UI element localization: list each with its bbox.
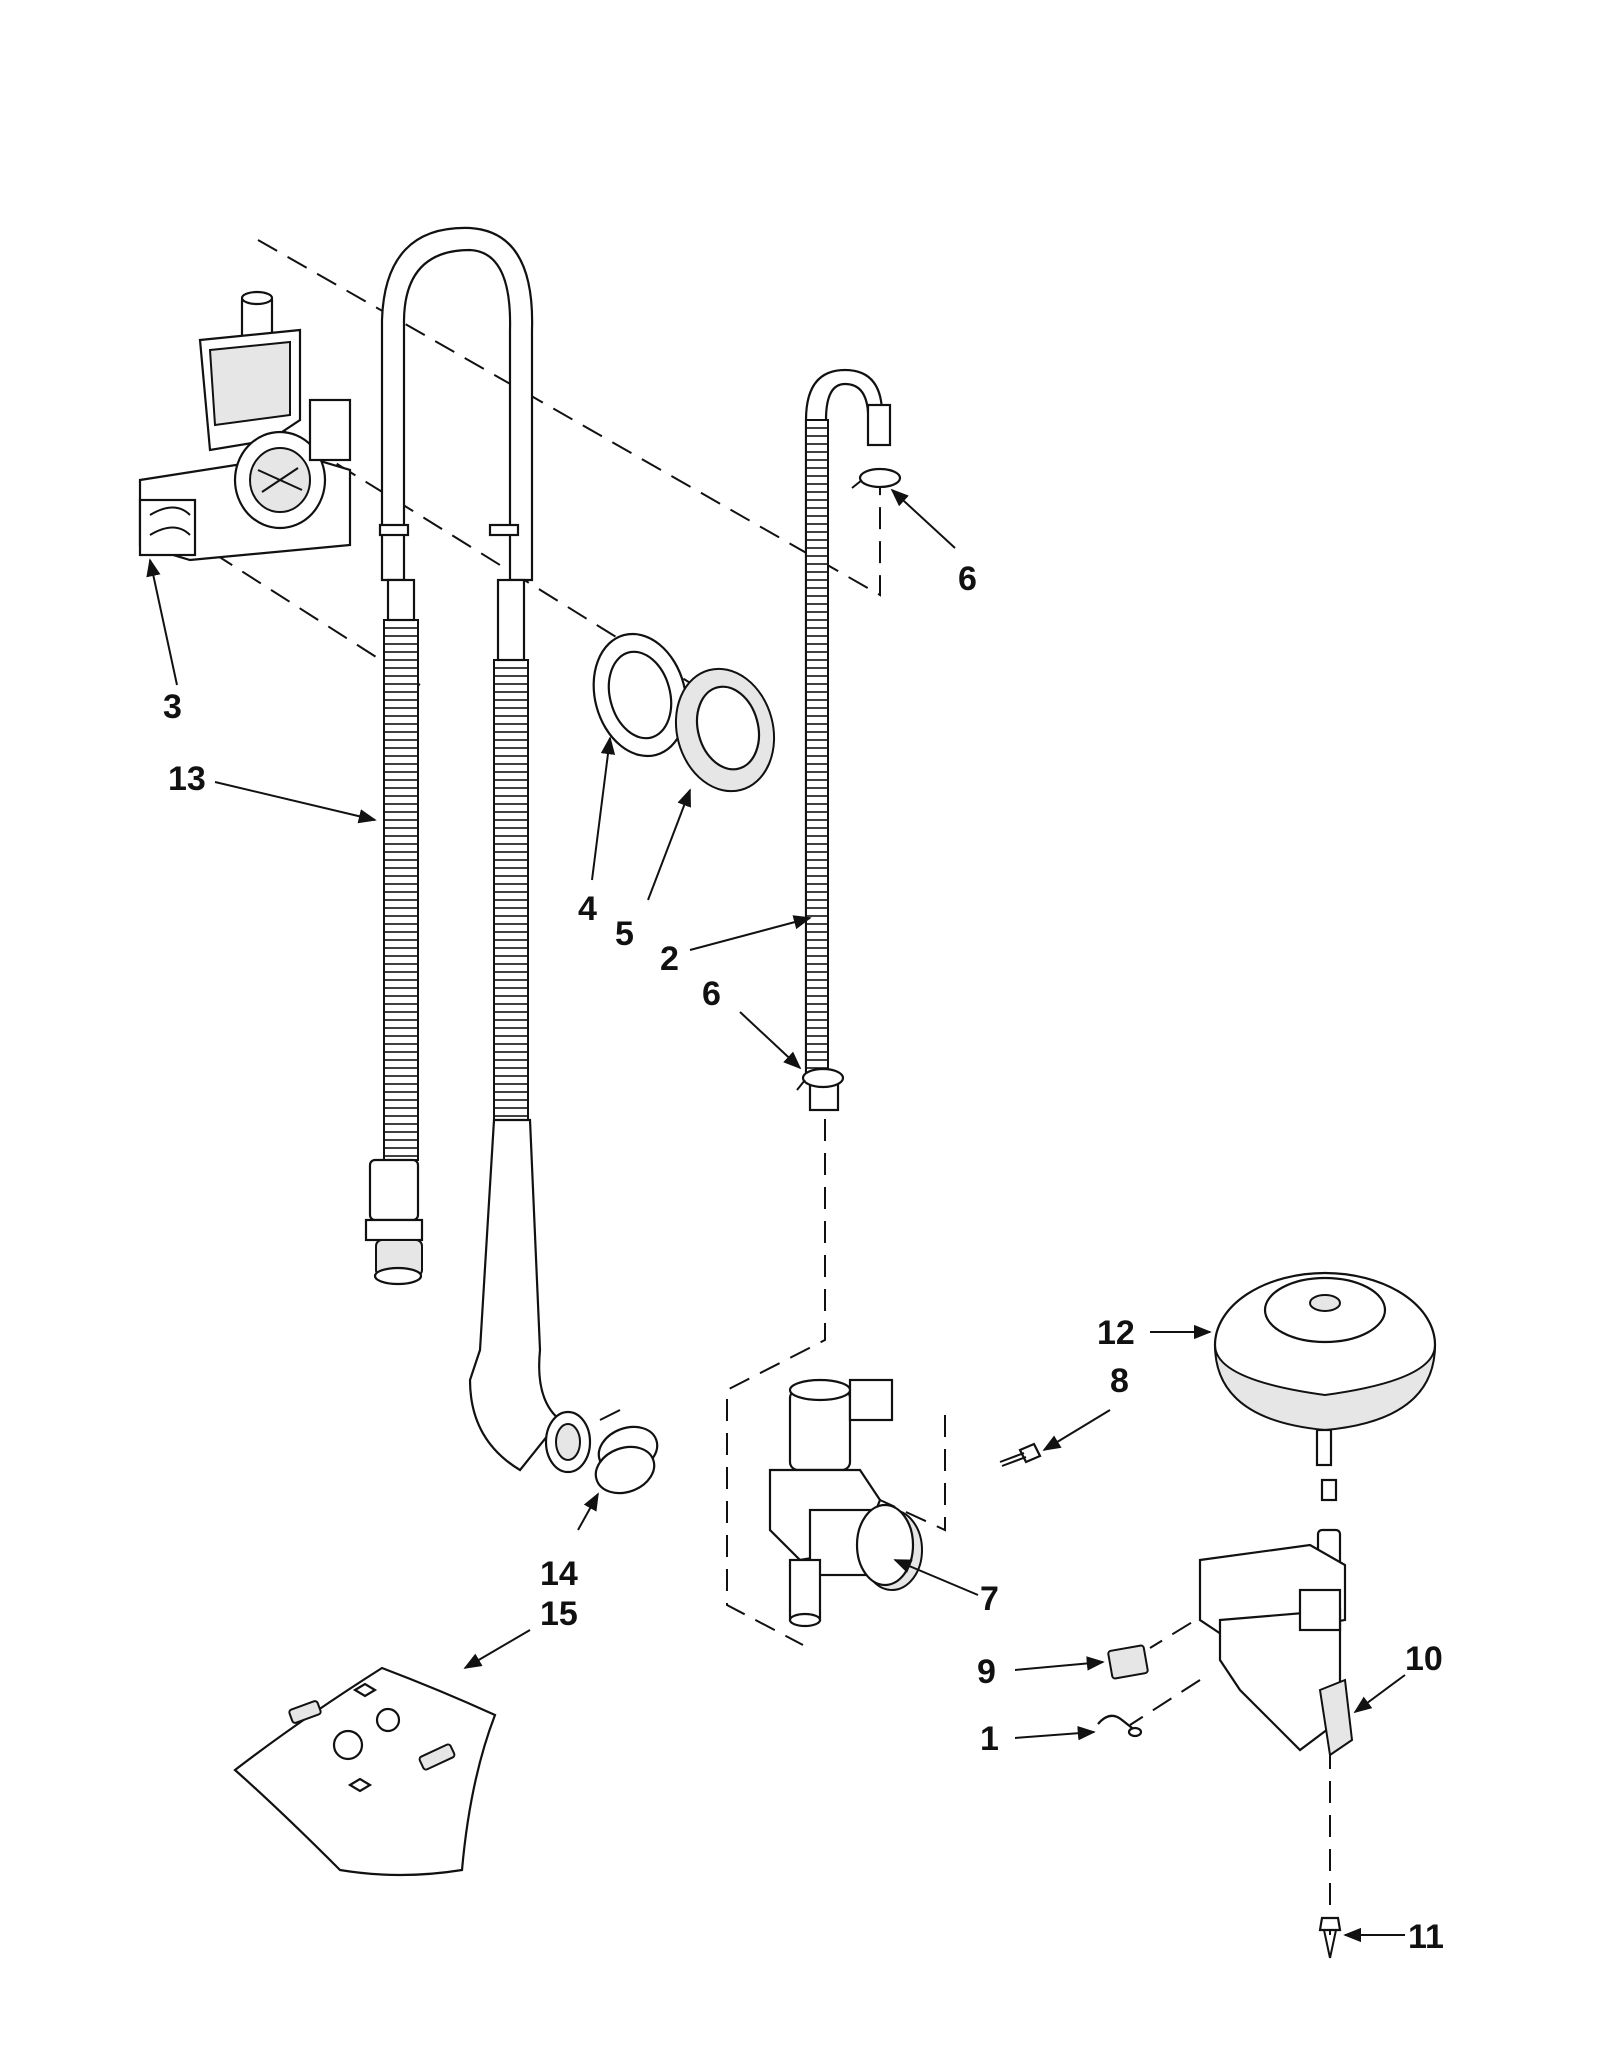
callout-1: 1 xyxy=(980,1720,999,1758)
hose-nut xyxy=(674,667,776,793)
callout-labels: 3 13 4 5 2 6 6 12 8 7 14 15 9 10 1 11 xyxy=(163,560,1444,1956)
bracket-screw xyxy=(1318,1916,1342,1959)
micro-switch xyxy=(1107,1644,1149,1680)
callout-6-lower: 6 xyxy=(702,975,721,1013)
water-valve xyxy=(768,1378,923,1628)
callout-8: 8 xyxy=(1110,1362,1129,1400)
gasket xyxy=(592,632,688,758)
callout-15: 15 xyxy=(540,1595,578,1633)
callout-7: 7 xyxy=(980,1580,999,1618)
callout-4: 4 xyxy=(578,890,597,928)
valve-screw xyxy=(999,1442,1042,1467)
float xyxy=(1213,1271,1437,1467)
wire-clip xyxy=(1097,1714,1143,1738)
callout-5: 5 xyxy=(615,915,634,953)
assembly-lines xyxy=(184,239,1331,1935)
parts-bag xyxy=(233,1666,497,1877)
callout-14: 14 xyxy=(540,1555,578,1593)
drain-hose-clamp xyxy=(594,1409,659,1495)
float-switch-bracket xyxy=(1198,1478,1354,1757)
callout-11: 11 xyxy=(1408,1918,1444,1956)
callout-2: 2 xyxy=(660,940,679,978)
drain-hose xyxy=(364,226,592,1474)
callout-13: 13 xyxy=(168,760,206,798)
leader-arrows xyxy=(146,488,1406,1943)
air-gap-bracket xyxy=(138,290,352,562)
callout-10: 10 xyxy=(1405,1640,1443,1678)
hose-clamp-lower xyxy=(796,1067,845,1091)
callout-6-upper: 6 xyxy=(958,560,977,598)
callout-3: 3 xyxy=(163,688,182,726)
callout-9: 9 xyxy=(977,1653,996,1691)
callout-12: 12 xyxy=(1097,1314,1135,1352)
hose-clamp-upper xyxy=(851,467,902,489)
